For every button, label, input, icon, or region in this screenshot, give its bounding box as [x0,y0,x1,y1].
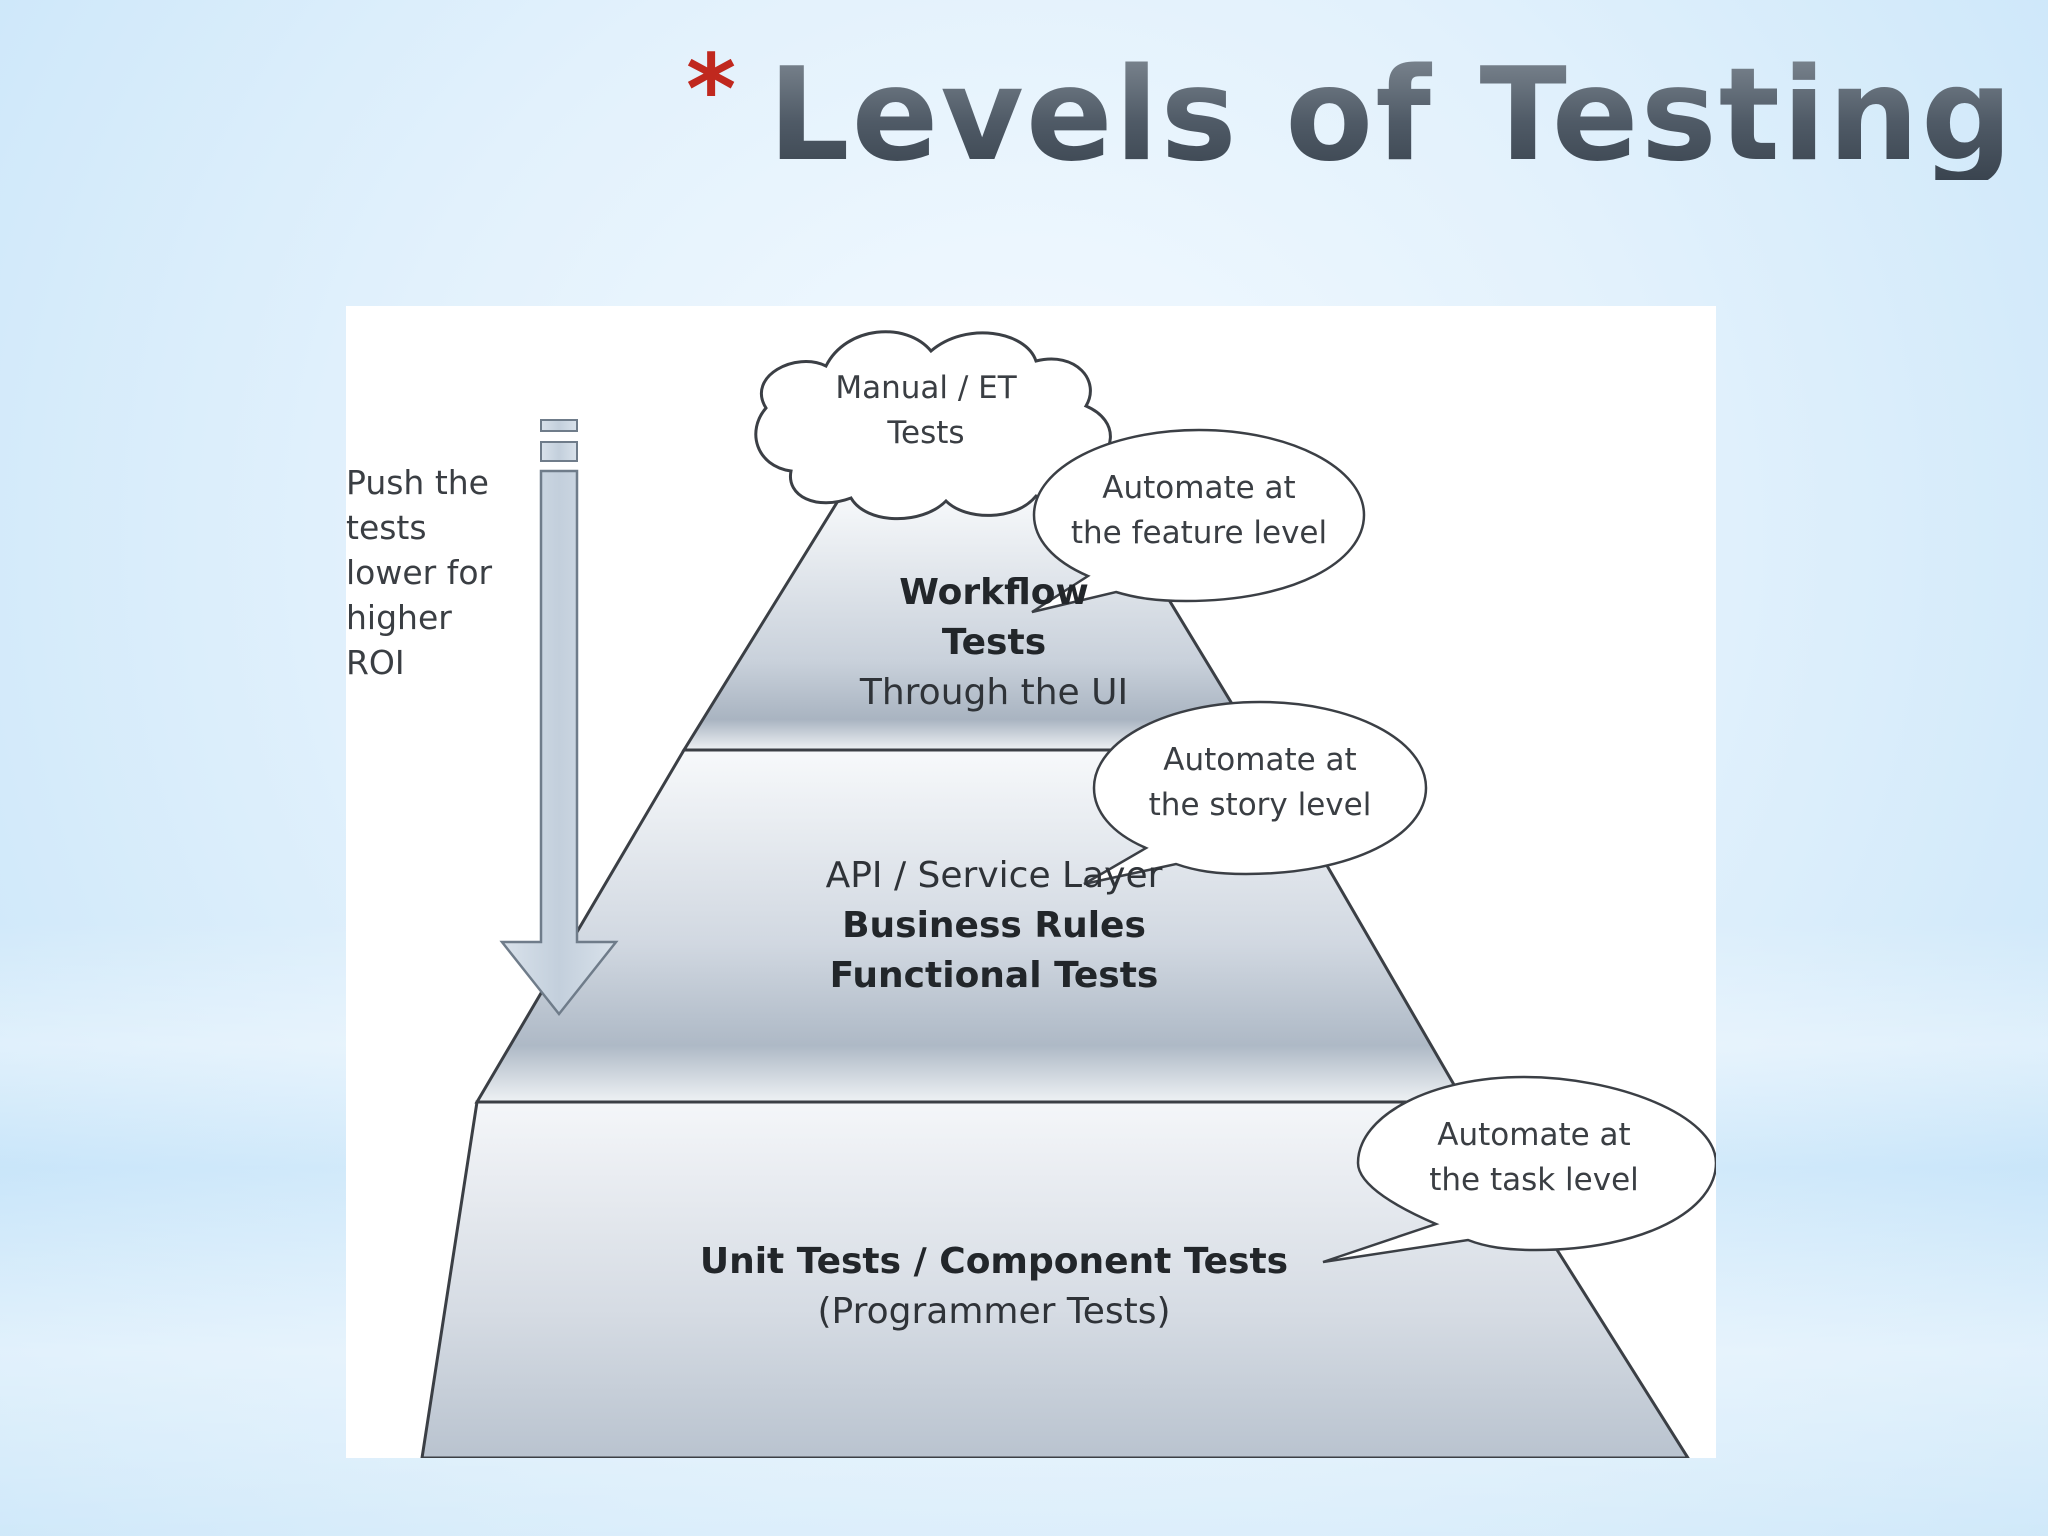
level-top-line-3: Through the UI [859,672,1129,713]
level-bottom-label: Unit Tests / Component Tests (Programmer… [699,1237,1289,1337]
pyramid-bottom-band [420,1100,1690,1458]
push-note-line-4: higher [346,598,452,637]
title-bullet: * [686,34,737,146]
callout-story-line-1: Automate at [1163,742,1357,778]
slide-title: * Levels of Testing [686,34,2013,216]
callout-feature-label: Automate at the feature level [1049,466,1349,556]
callout-task-line-1: Automate at [1437,1117,1631,1153]
callout-task-label: Automate at the task level [1384,1113,1684,1203]
testing-pyramid-figure: Manual / ET Tests Push the tests lower f… [346,306,1716,1458]
callout-feature-line-2: the feature level [1070,515,1328,551]
push-note-line-3: lower for [346,553,493,592]
level-middle-line-2: Business Rules [842,905,1146,946]
level-bottom-line-1: Unit Tests / Component Tests [699,1241,1289,1282]
callout-story-label: Automate at the story level [1110,738,1410,828]
level-top-line-1: Workflow [899,572,1089,613]
cloud-line-1: Manual / ET [835,370,1017,406]
push-note-line-5: ROI [346,643,405,682]
level-middle-line-1: API / Service Layer [825,855,1163,896]
callout-task-shape [1322,1075,1716,1264]
level-top-label: Workflow Tests Through the UI [822,568,1166,718]
callout-feature-shape [1031,428,1366,614]
level-middle-line-3: Functional Tests [829,955,1159,996]
push-note-line-2: tests [346,508,427,547]
callout-task-line-2: the task level [1429,1162,1639,1198]
level-top-line-2: Tests [941,622,1047,663]
title-text: Levels of Testing [768,41,2015,190]
callout-feature-line-1: Automate at [1102,470,1296,506]
push-tests-note: Push the tests lower for higher ROI [346,460,516,685]
push-down-arrow [499,419,619,1017]
cloud-line-2: Tests [887,415,965,451]
level-middle-label: API / Service Layer Business Rules Funct… [784,851,1204,1001]
pyramid-diagram-svg [420,330,1716,1458]
callout-story-shape [1083,700,1428,886]
level-bottom-line-2: (Programmer Tests) [817,1291,1171,1332]
push-note-line-1: Push the [346,463,489,502]
cloud-label: Manual / ET Tests [826,366,1026,456]
callout-story-line-2: the story level [1148,787,1372,823]
